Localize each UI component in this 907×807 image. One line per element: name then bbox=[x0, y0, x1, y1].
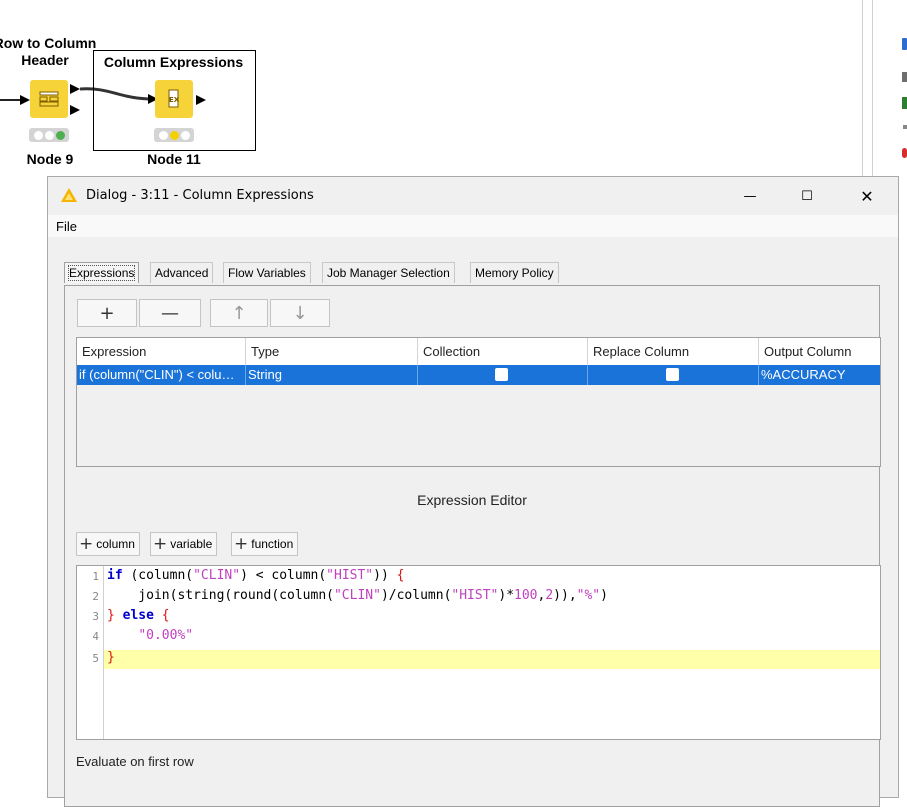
node11-output-port[interactable] bbox=[196, 95, 206, 105]
maximize-button[interactable]: ☐ bbox=[801, 188, 813, 204]
menu-file[interactable]: File bbox=[56, 219, 77, 234]
collection-checkbox[interactable] bbox=[495, 368, 508, 381]
cell-expression[interactable]: if (column("CLIN") < colu… bbox=[77, 365, 246, 385]
cell-replace-column[interactable] bbox=[588, 365, 759, 385]
header-replace-column[interactable]: Replace Column bbox=[588, 338, 759, 365]
side-panel-icon-5[interactable] bbox=[902, 148, 907, 158]
knime-warning-icon bbox=[61, 188, 77, 202]
code-line[interactable]: join(string(round(column("CLIN")/column(… bbox=[107, 588, 608, 603]
header-output-column[interactable]: Output Column bbox=[764, 344, 852, 359]
node9-title: Row to Column Header bbox=[0, 35, 120, 69]
line-number: 1 bbox=[92, 570, 99, 583]
plus-icon: + bbox=[79, 533, 94, 554]
code-line[interactable]: "0.00%" bbox=[138, 628, 194, 643]
tab-memory-policy[interactable]: Memory Policy bbox=[470, 262, 559, 283]
expression-editor[interactable]: 1 2 3 4 5 if (column("CLIN") < column("H… bbox=[76, 565, 881, 740]
tab-job-manager-selection[interactable]: Job Manager Selection bbox=[322, 262, 455, 283]
header-expression[interactable]: Expression bbox=[77, 338, 246, 365]
side-panel-icon-4[interactable] bbox=[903, 125, 907, 129]
line-number-gutter: 1 2 3 4 5 bbox=[77, 566, 104, 739]
move-down-button[interactable]: ↓ bbox=[270, 299, 330, 327]
node9-output-port-2[interactable] bbox=[70, 105, 80, 115]
node11-selection-frame bbox=[93, 50, 256, 151]
expressions-table: Expression Type Collection Replace Colum… bbox=[76, 337, 881, 467]
node9-title-line1: Row to Column bbox=[0, 35, 97, 51]
dialog-title: Dialog - 3:11 - Column Expressions bbox=[86, 188, 314, 203]
dialog-titlebar[interactable]: Dialog - 3:11 - Column Expressions — ☐ ✕ bbox=[48, 177, 898, 215]
menu-bar: File bbox=[48, 215, 898, 237]
table-row[interactable]: if (column("CLIN") < colu… String %ACCUR… bbox=[77, 365, 880, 385]
node11-status-lights bbox=[154, 128, 194, 142]
side-panel-icon-2[interactable] bbox=[902, 72, 907, 82]
expression-editor-title: Expression Editor bbox=[417, 492, 527, 508]
node11-title: Column Expressions bbox=[103, 54, 244, 70]
node9-label[interactable]: Node 9 bbox=[26, 151, 74, 167]
column-expressions-icon: EX bbox=[155, 80, 193, 118]
minimize-button[interactable]: — bbox=[743, 188, 757, 204]
tab-advanced[interactable]: Advanced bbox=[150, 262, 214, 283]
node9-title-line2: Header bbox=[21, 52, 69, 68]
line-number: 4 bbox=[92, 630, 99, 643]
cell-collection[interactable] bbox=[418, 365, 588, 385]
close-button[interactable]: ✕ bbox=[860, 186, 874, 206]
insert-function-button[interactable]: +function bbox=[231, 532, 299, 556]
input-connection bbox=[0, 95, 30, 105]
node9-box[interactable] bbox=[30, 80, 68, 118]
code-line[interactable]: } else { bbox=[107, 608, 170, 623]
expressions-panel: + — ↑ ↓ Expression Type Collection Repla… bbox=[64, 285, 881, 807]
code-line[interactable]: } bbox=[107, 650, 115, 665]
side-panel-icon[interactable] bbox=[902, 38, 907, 50]
code-line[interactable]: if (column("CLIN") < column("HIST")) { bbox=[107, 568, 405, 583]
cell-output-column[interactable]: %ACCURACY bbox=[761, 367, 846, 382]
insert-column-button[interactable]: +column bbox=[76, 532, 140, 556]
table-header: Expression Type Collection Replace Colum… bbox=[77, 338, 880, 365]
header-collection[interactable]: Collection bbox=[418, 338, 588, 365]
line-number: 3 bbox=[92, 610, 99, 623]
plus-icon: + bbox=[234, 533, 249, 554]
line-number: 2 bbox=[92, 590, 99, 603]
evaluate-status: Evaluate on first row bbox=[76, 754, 194, 769]
tab-flow-variables[interactable]: Flow Variables bbox=[223, 262, 311, 283]
line-number: 5 bbox=[92, 652, 99, 665]
node9-status-lights bbox=[29, 128, 69, 142]
column-expressions-dialog: Dialog - 3:11 - Column Expressions — ☐ ✕… bbox=[47, 176, 899, 807]
replace-column-checkbox[interactable] bbox=[666, 368, 679, 381]
remove-expression-button[interactable]: — bbox=[139, 299, 201, 327]
current-line-highlight bbox=[104, 650, 880, 669]
plus-icon: + bbox=[153, 533, 168, 554]
insert-variable-button[interactable]: +variable bbox=[150, 532, 218, 556]
panel-divider bbox=[862, 0, 863, 176]
cell-type[interactable]: String bbox=[246, 365, 418, 385]
header-type[interactable]: Type bbox=[246, 338, 418, 365]
panel-divider-2 bbox=[872, 0, 873, 176]
node9-output-port-1[interactable] bbox=[70, 84, 80, 94]
tab-expressions[interactable]: Expressions bbox=[64, 262, 140, 283]
row-to-column-icon bbox=[30, 80, 68, 118]
node11-box[interactable]: EX bbox=[155, 80, 193, 118]
node11-label[interactable]: Node 11 bbox=[147, 151, 201, 167]
node-connection bbox=[80, 87, 158, 104]
side-panel-icon-3[interactable] bbox=[902, 97, 907, 109]
add-expression-button[interactable]: + bbox=[77, 299, 137, 327]
svg-text:EX: EX bbox=[169, 96, 180, 104]
move-up-button[interactable]: ↑ bbox=[210, 299, 268, 327]
